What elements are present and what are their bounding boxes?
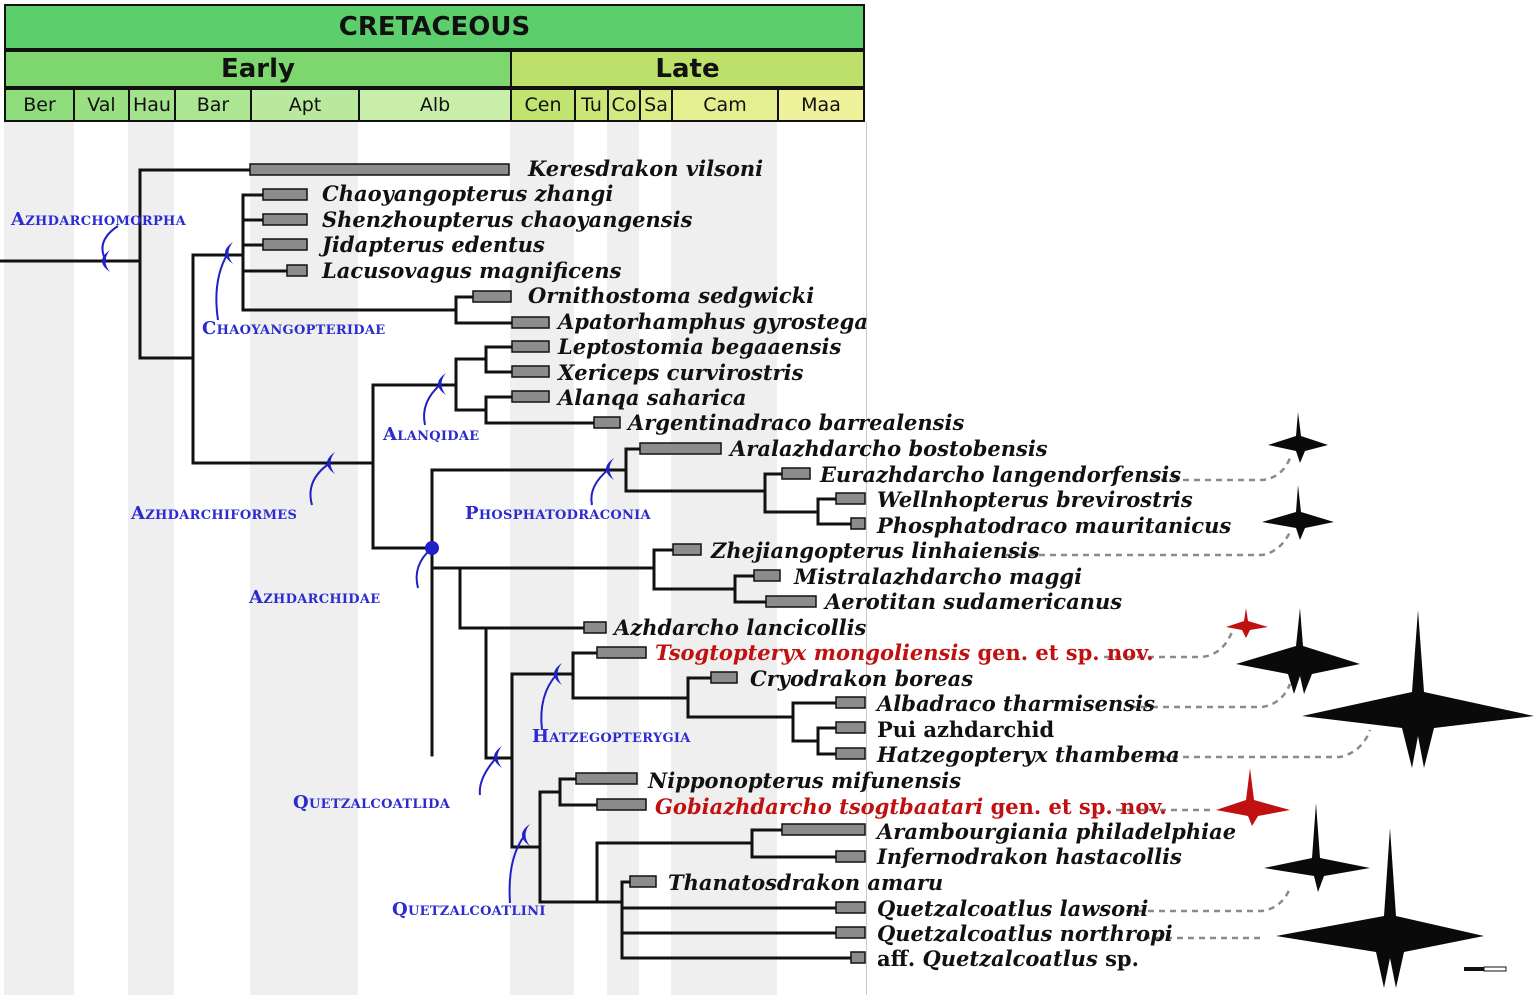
taxon-phosphatodraco: Phosphatodraco mauritanicus — [877, 513, 1232, 538]
taxon-argentinadraco: Argentinadraco barrealensis — [628, 410, 965, 435]
clade-phosphatodraconia: Phosphatodraconia — [465, 503, 651, 524]
taxon-apatorhamphus: Apatorhamphus gyrostega — [558, 309, 868, 334]
taxon-thanatosdrakon: Thanatosdrakon amaru — [668, 870, 944, 895]
stage-alb: Alb — [358, 88, 512, 122]
taxon-aff-quetzalcoatlus: aff. Quetzalcoatlus sp. — [877, 946, 1139, 971]
taxon-zhejiangopterus: Zhejiangopterus linhaiensis — [711, 538, 1040, 563]
stage-band-co — [607, 122, 639, 995]
stage-cam: Cam — [671, 88, 779, 122]
taxon-arambourgiania: Arambourgiania philadelphiae — [877, 819, 1237, 844]
taxon-jidapterus: Jidapterus edentus — [322, 232, 545, 257]
taxon-azhdarcho: Azhdarcho lancicollis — [614, 615, 867, 640]
stage-maa: Maa — [777, 88, 865, 122]
clade-azhdarchomorpha: Azhdarchomorpha — [11, 209, 187, 230]
stage-band-cen — [510, 122, 574, 995]
taxon-infernodrakon: Infernodrakon hastacollis — [877, 844, 1182, 869]
stage-tu: Tu — [574, 88, 609, 122]
clade-chaoyangopteridae: Chaoyangopteridae — [202, 318, 386, 339]
stage-cen: Cen — [510, 88, 576, 122]
taxon-shenzhoupterus: Shenzhoupterus chaoyangensis — [322, 207, 693, 232]
taxon-pui-azhdarchid: Pui azhdarchid — [877, 717, 1055, 742]
taxon-tsogtopteryx: Tsogtopteryx mongoliensis gen. et sp. no… — [655, 640, 1154, 665]
taxon-nipponopterus: Nipponopterus mifunensis — [648, 768, 962, 793]
taxon-lacusovagus: Lacusovagus magnificens — [322, 258, 622, 283]
taxon-hatzegopteryx: Hatzegopteryx thambema — [877, 742, 1180, 767]
clade-hatzegopterygia: Hatzegopterygia — [532, 726, 691, 747]
taxon-quetzalcoatlus-northropi: Quetzalcoatlus northropi — [877, 921, 1173, 946]
taxon-cryodrakon: Cryodrakon boreas — [750, 666, 974, 691]
clade-quetzalcoatlida: Quetzalcoatlida — [293, 792, 451, 813]
taxon-aralazhdarcho: Aralazhdarcho bostobensis — [730, 436, 1048, 461]
clade-azhdarchidae: Azhdarchidae — [249, 587, 381, 608]
epoch-early: Early — [4, 50, 512, 88]
stage-hau: Hau — [128, 88, 176, 122]
taxon-gobiazhdarcho: Gobiazhdarcho tsogtbaatari gen. et sp. n… — [655, 794, 1167, 819]
stage-val: Val — [73, 88, 130, 122]
clade-quetzalcoatlini: Quetzalcoatlini — [392, 899, 546, 920]
taxon-quetzalcoatlus-lawsoni: Quetzalcoatlus lawsoni — [877, 896, 1149, 921]
taxon-aerotitan: Aerotitan sudamericanus — [825, 589, 1123, 614]
taxon-leptostomia: Leptostomia begaaensis — [558, 334, 842, 359]
stage-ber: Ber — [4, 88, 75, 122]
stage-band-hau — [128, 122, 174, 995]
taxon-alanqa: Alanqa saharica — [558, 385, 747, 410]
taxon-ornithostoma: Ornithostoma sedgwicki — [528, 283, 815, 308]
taxon-chaoyangopterus: Chaoyangopterus zhangi — [322, 181, 614, 206]
taxon-xericeps: Xericeps curvirostris — [558, 360, 804, 385]
taxon-keresdrakon: Keresdrakon vilsoni — [528, 156, 764, 181]
taxon-mistralazhdarcho: Mistralazhdarcho maggi — [794, 564, 1083, 589]
stage-band-cam — [671, 122, 777, 995]
time-scale-end-line — [866, 122, 867, 995]
stage-bar: Bar — [174, 88, 252, 122]
taxon-wellnhopterus: Wellnhopterus brevirostris — [877, 487, 1193, 512]
taxon-albadraco: Albadraco tharmisensis — [877, 691, 1155, 716]
stage-band-ber — [4, 122, 74, 995]
epoch-late: Late — [510, 50, 865, 88]
clade-alanqidae: Alanqidae — [383, 424, 480, 445]
period-header: CRETACEOUS — [4, 4, 865, 50]
stage-apt: Apt — [250, 88, 360, 122]
taxon-eurazhdarcho: Eurazhdarcho langendorfensis — [820, 462, 1182, 487]
clade-azhdarchiformes: Azhdarchiformes — [131, 503, 298, 524]
